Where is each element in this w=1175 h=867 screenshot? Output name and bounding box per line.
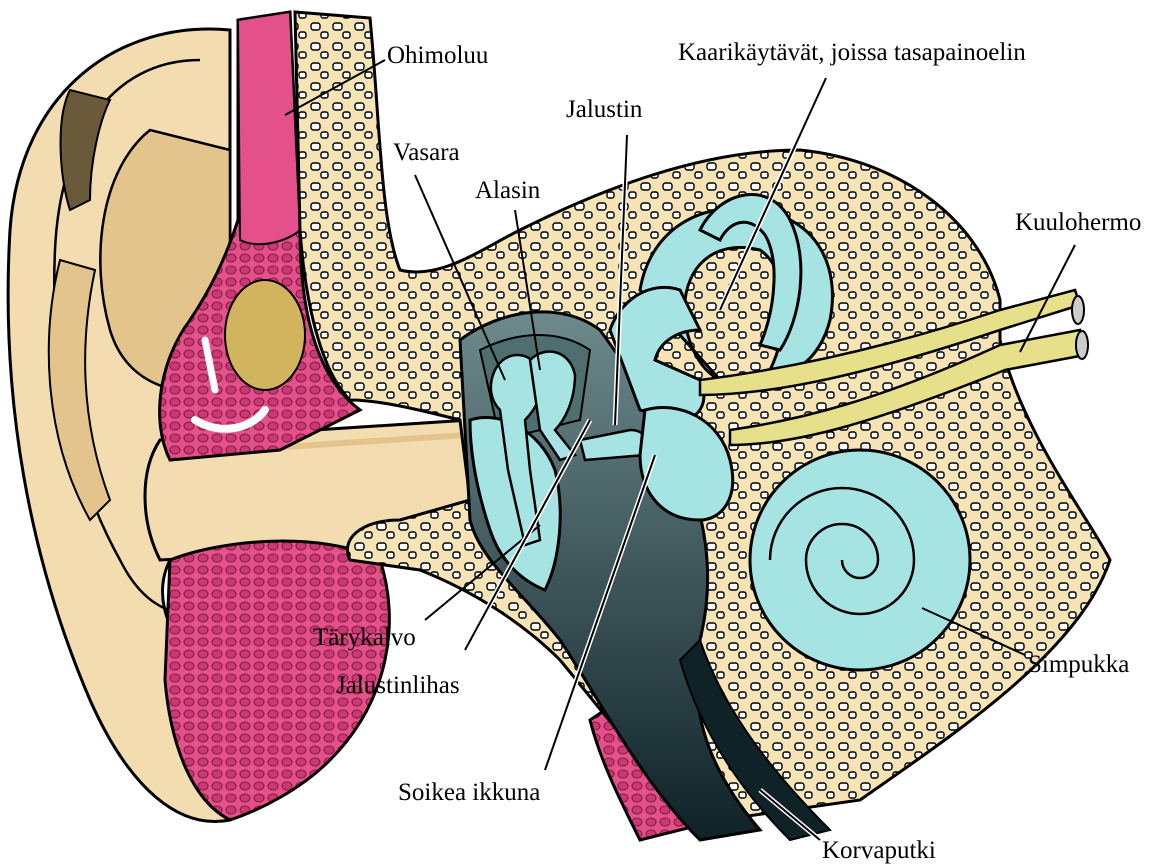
label-alasin: Alasin [475,177,541,204]
label-tarykalvo: Tärykalvo [313,624,416,651]
label-ohimoluu: Ohimoluu [387,42,489,69]
label-jalustinlihas: Jalustinlihas [336,672,460,699]
label-soikea-ikkuna: Soikea ikkuna [398,779,540,806]
label-simpukka: Simpukka [1028,651,1129,678]
label-vasara: Vasara [393,139,460,166]
label-kuulohermo: Kuulohermo [1015,209,1141,236]
label-korvaputki: Korvaputki [822,837,936,864]
label-jalustin: Jalustin [566,96,643,123]
label-kaarikaytavat: Kaarikäytävät, joissa tasapainoelin [678,39,1026,66]
